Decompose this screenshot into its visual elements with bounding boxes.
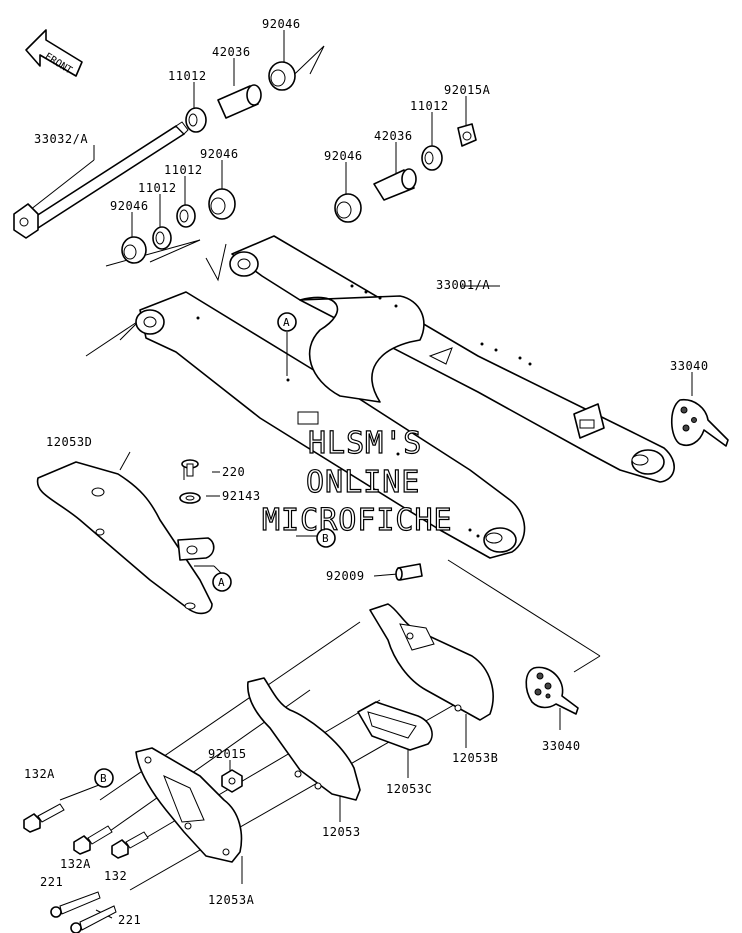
chain-guide-12053 xyxy=(247,677,361,801)
watermark-line-2: ONLINE xyxy=(306,465,420,500)
label-33001a: 33001/A xyxy=(436,278,490,292)
label-92046-right: 92046 xyxy=(324,149,363,163)
label-11012-top: 11012 xyxy=(168,69,207,83)
callout-a-lower: A xyxy=(212,572,232,592)
label-92046-left3: 92046 xyxy=(110,199,149,213)
label-42036-right: 42036 xyxy=(374,129,413,143)
callout-b-upper: B xyxy=(316,528,336,548)
chain-adjuster-bottom xyxy=(525,666,579,715)
label-33032a: 33032/A xyxy=(34,132,88,146)
callout-b-lower-text: B xyxy=(100,772,107,785)
front-arrow: FRONT xyxy=(25,29,83,77)
chain-guide-12053b xyxy=(369,603,494,721)
label-12053: 12053 xyxy=(322,825,361,839)
label-221-1: 221 xyxy=(40,875,63,889)
label-11012-left3: 11012 xyxy=(138,181,177,195)
label-92015: 92015 xyxy=(208,747,247,761)
label-92046-top: 92046 xyxy=(262,17,301,31)
label-92143: 92143 xyxy=(222,489,261,503)
bolt-220 xyxy=(179,459,201,504)
chain-adjuster-top xyxy=(670,398,729,447)
watermark-line-1: HLSM'S xyxy=(308,426,422,461)
pivot-shaft xyxy=(13,121,189,239)
callout-b-lower: B xyxy=(94,768,114,788)
label-132: 132 xyxy=(104,869,127,883)
bolts xyxy=(23,803,149,933)
label-12053d: 12053D xyxy=(46,435,92,449)
label-92046-left2: 92046 xyxy=(200,147,239,161)
label-12053a: 12053A xyxy=(208,893,255,907)
swingarm xyxy=(135,235,675,559)
label-42036-top: 42036 xyxy=(212,45,251,59)
watermark-line-3: MICROFICHE xyxy=(262,503,453,538)
label-92015a: 92015A xyxy=(444,83,491,97)
label-33040-bottom: 33040 xyxy=(542,739,581,753)
label-11012-left2: 11012 xyxy=(164,163,203,177)
label-132a-1: 132A xyxy=(24,767,55,781)
chain-slider-12053c xyxy=(357,701,433,751)
chain-guide-12053a xyxy=(135,747,243,863)
callout-a-lower-text: A xyxy=(218,576,225,589)
label-132a-2: 132A xyxy=(60,857,91,871)
label-220: 220 xyxy=(222,465,245,479)
pin-92009 xyxy=(395,563,423,581)
label-221-2: 221 xyxy=(118,913,141,927)
pivot-bearings-top xyxy=(121,61,477,264)
nut-92015 xyxy=(221,769,243,793)
label-33040-top: 33040 xyxy=(670,359,709,373)
watermark: HLSM'S ONLINE MICROFICHE xyxy=(261,425,453,538)
label-12053b: 12053B xyxy=(452,751,498,765)
callout-a-upper: A xyxy=(277,312,297,376)
chain-guide-12053d xyxy=(36,461,215,615)
callout-b-upper-text: B xyxy=(322,532,329,545)
label-12053c: 12053C xyxy=(386,782,432,796)
callout-a-upper-text: A xyxy=(283,316,290,329)
part-labels: 92046 42036 11012 33032/A 92046 11012 11… xyxy=(24,17,709,927)
label-92009: 92009 xyxy=(326,569,365,583)
label-11012-right: 11012 xyxy=(410,99,449,113)
